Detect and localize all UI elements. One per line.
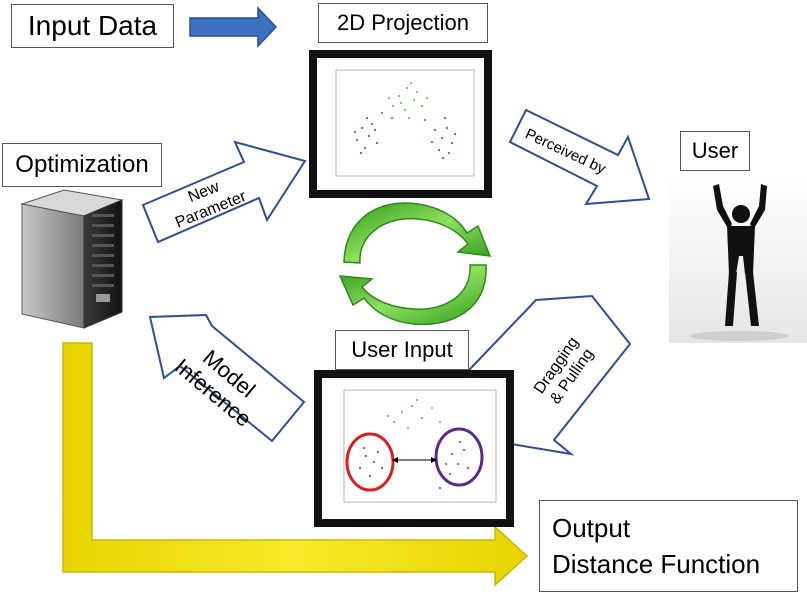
cycle-arrow-bottom: [338, 264, 487, 326]
user-input-plot: [314, 370, 514, 527]
input-arrow: [189, 6, 278, 48]
output-line-2: Distance Function: [552, 549, 761, 579]
person-silhouette-icon: [689, 184, 789, 341]
projection-scatter: [335, 69, 475, 177]
user-box: User: [680, 131, 750, 171]
output-box: Output Distance Function: [539, 500, 798, 592]
projection-label-box: 2D Projection: [318, 3, 488, 43]
model-inference-arrow: [148, 313, 306, 443]
user-label: User: [691, 138, 739, 163]
input-data-box: Input Data: [11, 4, 174, 48]
new-parameter-arrow: [141, 140, 307, 244]
cycle-arrow-top: [343, 202, 492, 264]
projection-label: 2D Projection: [336, 10, 470, 35]
optimization-box: Optimization: [2, 143, 162, 187]
input-data-label: Input Data: [27, 10, 158, 41]
output-line-1: Output: [552, 512, 631, 543]
user-input-scatter: [343, 389, 497, 503]
server-icon: [20, 189, 124, 329]
user-input-label: User Input: [351, 337, 453, 362]
projection-plot: [309, 50, 492, 198]
right-cluster-outline: [434, 427, 484, 487]
output-arrow: [62, 342, 529, 587]
left-cluster-outline: [345, 432, 395, 492]
optimization-label: Optimization: [15, 151, 149, 178]
user-figure: [669, 176, 807, 343]
perceived-by-arrow: [508, 108, 651, 206]
user-input-box: User Input: [335, 330, 469, 370]
